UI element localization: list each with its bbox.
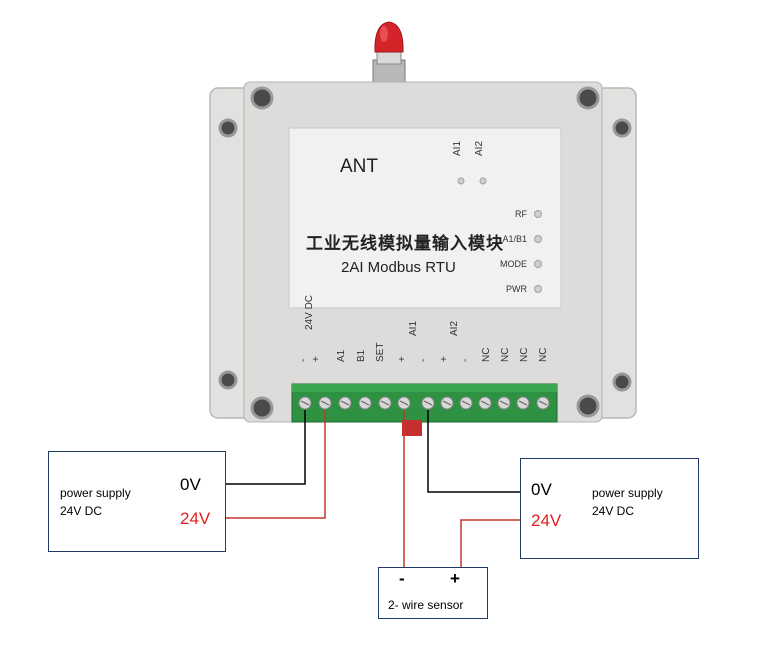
right-supply-0v: 0V <box>531 480 552 499</box>
terminal-screw-slot <box>480 400 490 406</box>
ai2-top-label: AI2 <box>474 140 485 156</box>
terminal-label: NC <box>519 347 530 362</box>
terminal-block <box>291 383 558 436</box>
terminal-screw-slot <box>300 400 310 406</box>
terminal-screw-slot <box>538 400 548 406</box>
antenna <box>372 21 406 83</box>
terminal-label: + <box>439 356 450 362</box>
terminal-label: + <box>311 356 322 362</box>
terminal-label: - <box>418 358 429 362</box>
terminal-label: NC <box>500 347 511 362</box>
terminal-screw-slot <box>518 400 528 406</box>
wires <box>225 410 521 568</box>
terminal-label: NC <box>538 347 549 362</box>
module-body <box>209 81 637 423</box>
module-title-en: 2AI Modbus RTU <box>341 259 456 276</box>
sensor-minus-label: - <box>399 569 405 588</box>
terminal-screw-slot <box>360 400 370 406</box>
terminal-label: A1 <box>336 349 347 362</box>
wire-red-left <box>225 410 326 519</box>
wire-black-left <box>225 410 306 485</box>
terminal-label: B1 <box>356 349 367 362</box>
terminal-screw-slot <box>320 400 330 406</box>
terminal-label: - <box>460 358 471 362</box>
antenna-label: ANT <box>340 156 378 177</box>
wire-red-right <box>460 519 521 568</box>
left-power-supply-box <box>48 451 226 552</box>
right-supply-24v: 24V <box>531 511 562 530</box>
terminal-label: AI2 <box>449 320 460 336</box>
left-supply-0v: 0V <box>180 475 201 494</box>
terminal-label: AI1 <box>408 320 419 336</box>
left-supply-24v: 24V <box>180 509 211 528</box>
sensor-box <box>378 567 488 619</box>
led-label-mode: MODE <box>500 259 527 269</box>
terminal-screw-slot <box>499 400 509 406</box>
terminal-label: SET <box>375 342 386 362</box>
right-power-supply-box <box>520 458 699 559</box>
terminal-screw-slot <box>380 400 390 406</box>
right-supply-spec: 24V DC <box>592 504 635 518</box>
led-label-a1b1: A1/B1 <box>502 234 527 244</box>
terminal-screw-slot <box>423 400 433 406</box>
led-group <box>457 177 542 293</box>
terminal-screw-slot <box>340 400 350 406</box>
module-title-cn: 工业无线模拟量输入模块 <box>306 234 504 254</box>
left-supply-name: power supply <box>60 486 131 500</box>
terminal-label: NC <box>481 347 492 362</box>
led-label-pwr: PWR <box>506 284 527 294</box>
ai1-top-label: AI1 <box>452 140 463 156</box>
left-supply-spec: 24V DC <box>60 504 103 518</box>
terminal-screw-slot <box>442 400 452 406</box>
right-supply-name: power supply <box>592 486 663 500</box>
terminal-label: 24V DC <box>304 294 315 330</box>
sensor-plus-label: + <box>450 569 460 588</box>
led-label-rf: RF <box>515 209 527 219</box>
wire-black-right <box>427 410 521 493</box>
terminal-screw-slot <box>461 400 471 406</box>
terminal-label: + <box>397 356 408 362</box>
terminal-label: - <box>298 358 309 362</box>
terminal-screw-slot <box>399 400 409 406</box>
sensor-name: 2- wire sensor <box>388 598 464 612</box>
